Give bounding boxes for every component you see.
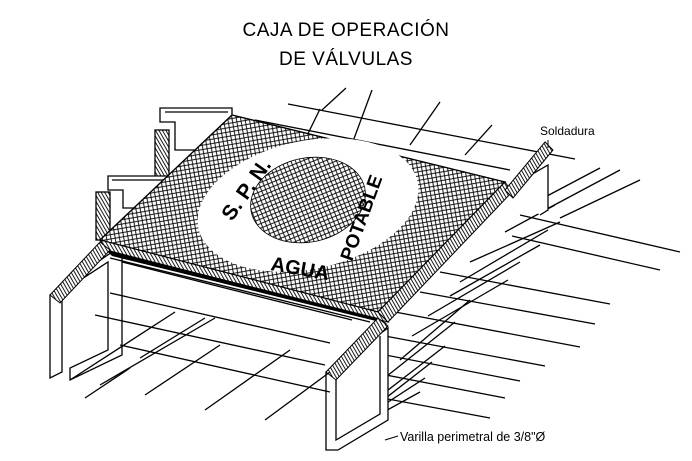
front-right-wall	[325, 163, 549, 451]
weld-edge-lower	[106, 250, 388, 324]
front-rebar-grid	[69, 292, 331, 421]
diagram-title-line-2: DE VÁLVULAS	[279, 49, 413, 70]
weld-bar-top	[504, 141, 554, 199]
leader-lines	[384, 140, 549, 441]
weld-bar-left	[49, 241, 111, 304]
diagram-title-line-1: CAJA DE OPERACIÓN	[242, 20, 450, 41]
label-varilla-perimetral: Varilla perimetral de 3/8"Ø	[400, 430, 546, 444]
left-box-walls	[95, 107, 233, 241]
cover-plate	[98, 114, 507, 313]
weld-bar-bottom	[325, 317, 389, 381]
label-soldadura: Soldadura	[540, 124, 595, 138]
